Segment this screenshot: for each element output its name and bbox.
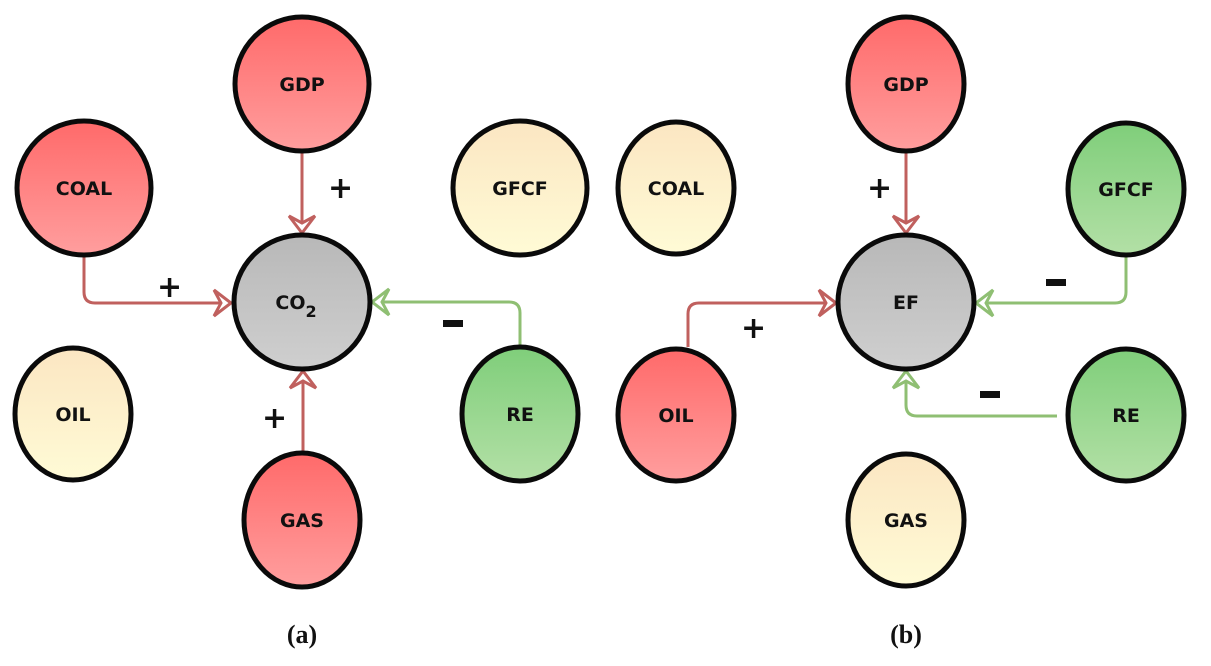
node-label: GDP — [279, 74, 324, 96]
arrowhead — [212, 288, 234, 318]
sign-re-co2 — [443, 320, 463, 327]
sign-gfcf-ef — [1046, 279, 1066, 286]
node-re: RE — [1065, 346, 1187, 484]
node-coal: COAL — [615, 119, 737, 257]
node-label: GAS — [280, 510, 324, 532]
sign-gdp-co2: + — [328, 171, 353, 206]
edge-gas-co2 — [288, 368, 318, 452]
panel-b: + + GDP COAL GFCF OIL RE GAS — [615, 14, 1187, 649]
arrowhead — [973, 288, 995, 318]
arrowhead — [287, 214, 317, 236]
sign-re-ef — [980, 391, 1000, 398]
sign-oil-ef: + — [741, 311, 766, 346]
node-label: EF — [893, 292, 919, 314]
sign-gas-co2: + — [262, 401, 287, 436]
node-label: GDP — [883, 74, 928, 96]
panel-a: + + + GDP COAL GFCF OIL GAS RE — [12, 14, 590, 649]
arrowhead — [891, 368, 921, 390]
node-gdp: GDP — [232, 14, 372, 154]
node-label: OIL — [55, 404, 90, 426]
node-oil: OIL — [615, 346, 737, 484]
node-co2-target: CO2 — [231, 232, 373, 372]
node-gdp: GDP — [845, 14, 967, 154]
edge-coal-co2 — [82, 255, 234, 318]
sign-gdp-ef: + — [867, 171, 892, 206]
edge-oil-ef — [686, 288, 839, 347]
panel-caption-a: (a) — [287, 620, 317, 649]
node-label: GFCF — [1098, 179, 1154, 201]
node-label: OIL — [658, 405, 693, 427]
arrowhead — [891, 214, 921, 236]
node-oil: OIL — [12, 345, 134, 483]
node-ef-target: EF — [835, 232, 977, 372]
node-label: RE — [506, 404, 534, 426]
node-re: RE — [459, 344, 581, 484]
node-gas: GAS — [845, 451, 967, 589]
sign-coal-co2: + — [157, 270, 182, 305]
arrowhead — [817, 288, 839, 318]
node-coal: COAL — [14, 118, 154, 258]
arrowhead — [369, 287, 391, 317]
node-label: GAS — [884, 510, 928, 532]
node-label: COAL — [56, 178, 112, 200]
node-label: CO2 — [275, 292, 316, 321]
node-gas: GAS — [241, 450, 363, 590]
arrowhead — [288, 368, 318, 390]
panel-caption-b: (b) — [890, 620, 922, 649]
node-label: RE — [1112, 405, 1140, 427]
node-label: GFCF — [492, 178, 548, 200]
edge-gfcf-ef — [973, 256, 1128, 318]
edge-gdp-ef — [891, 152, 921, 236]
node-gfcf: GFCF — [450, 118, 590, 258]
edge-re-co2 — [369, 287, 522, 346]
node-label: COAL — [648, 178, 704, 200]
edge-gdp-co2 — [287, 152, 317, 236]
node-gfcf: GFCF — [1065, 120, 1187, 258]
edge-re-ef — [891, 368, 1057, 418]
